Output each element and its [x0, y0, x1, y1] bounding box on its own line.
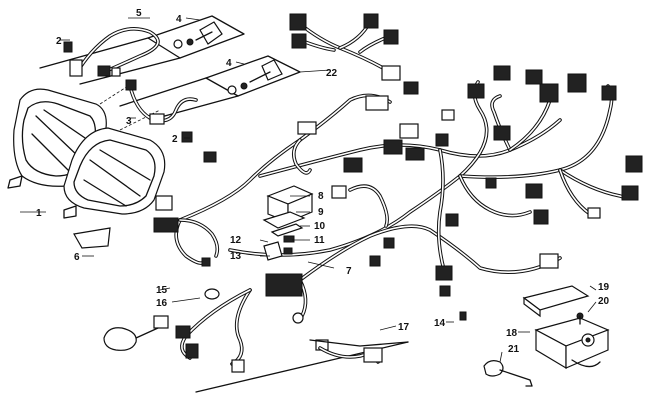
headlight-right: [63, 127, 166, 219]
callout-20: 20: [598, 296, 610, 307]
callout-10: 10: [314, 221, 326, 232]
callout-18: 18: [506, 328, 518, 339]
callout-3: 3: [126, 116, 132, 127]
callout-11: 11: [314, 235, 325, 246]
callout-12: 12: [230, 235, 242, 246]
harness-connectors: [153, 65, 643, 373]
callout-6: 6: [74, 252, 80, 263]
sub-harness-22: [289, 13, 401, 81]
bracket-plate-upper: [39, 15, 245, 85]
callout-22: 22: [326, 68, 338, 79]
callout-15: 15: [156, 285, 168, 296]
bracket-plate-lower: [119, 55, 301, 121]
main-wiring-harness: [174, 80, 636, 366]
callout-16: 16: [156, 298, 168, 309]
callout-leaders: [20, 17, 597, 363]
callout-7: 7: [346, 266, 352, 277]
callout-19: 19: [598, 282, 610, 293]
relay-fuse-group: [262, 185, 314, 261]
part-15-16: [103, 288, 220, 351]
callout-2-upper: 2: [56, 36, 62, 47]
switch-assembly: [483, 285, 610, 387]
callout-1: 1: [36, 208, 42, 219]
callout-8: 8: [318, 191, 324, 202]
socket-harness: [125, 79, 198, 143]
callout-2-lower: 2: [172, 134, 178, 145]
callout-21: 21: [508, 344, 520, 355]
callout-5: 5: [136, 8, 142, 19]
pad-part: [73, 227, 111, 249]
callout-9: 9: [318, 207, 324, 218]
callout-17: 17: [398, 322, 410, 333]
callout-4-lower: 4: [226, 58, 232, 69]
callout-13: 13: [230, 251, 242, 262]
bulb-harness: [63, 27, 160, 77]
callout-4-upper: 4: [176, 14, 182, 25]
callout-14: 14: [434, 318, 446, 329]
callout-labels: 1 2 2 3 4 4 5 6 7 8 9 10 11 12 13 14 15 …: [36, 8, 610, 355]
part-17: [195, 339, 409, 393]
part-14: [459, 311, 467, 321]
